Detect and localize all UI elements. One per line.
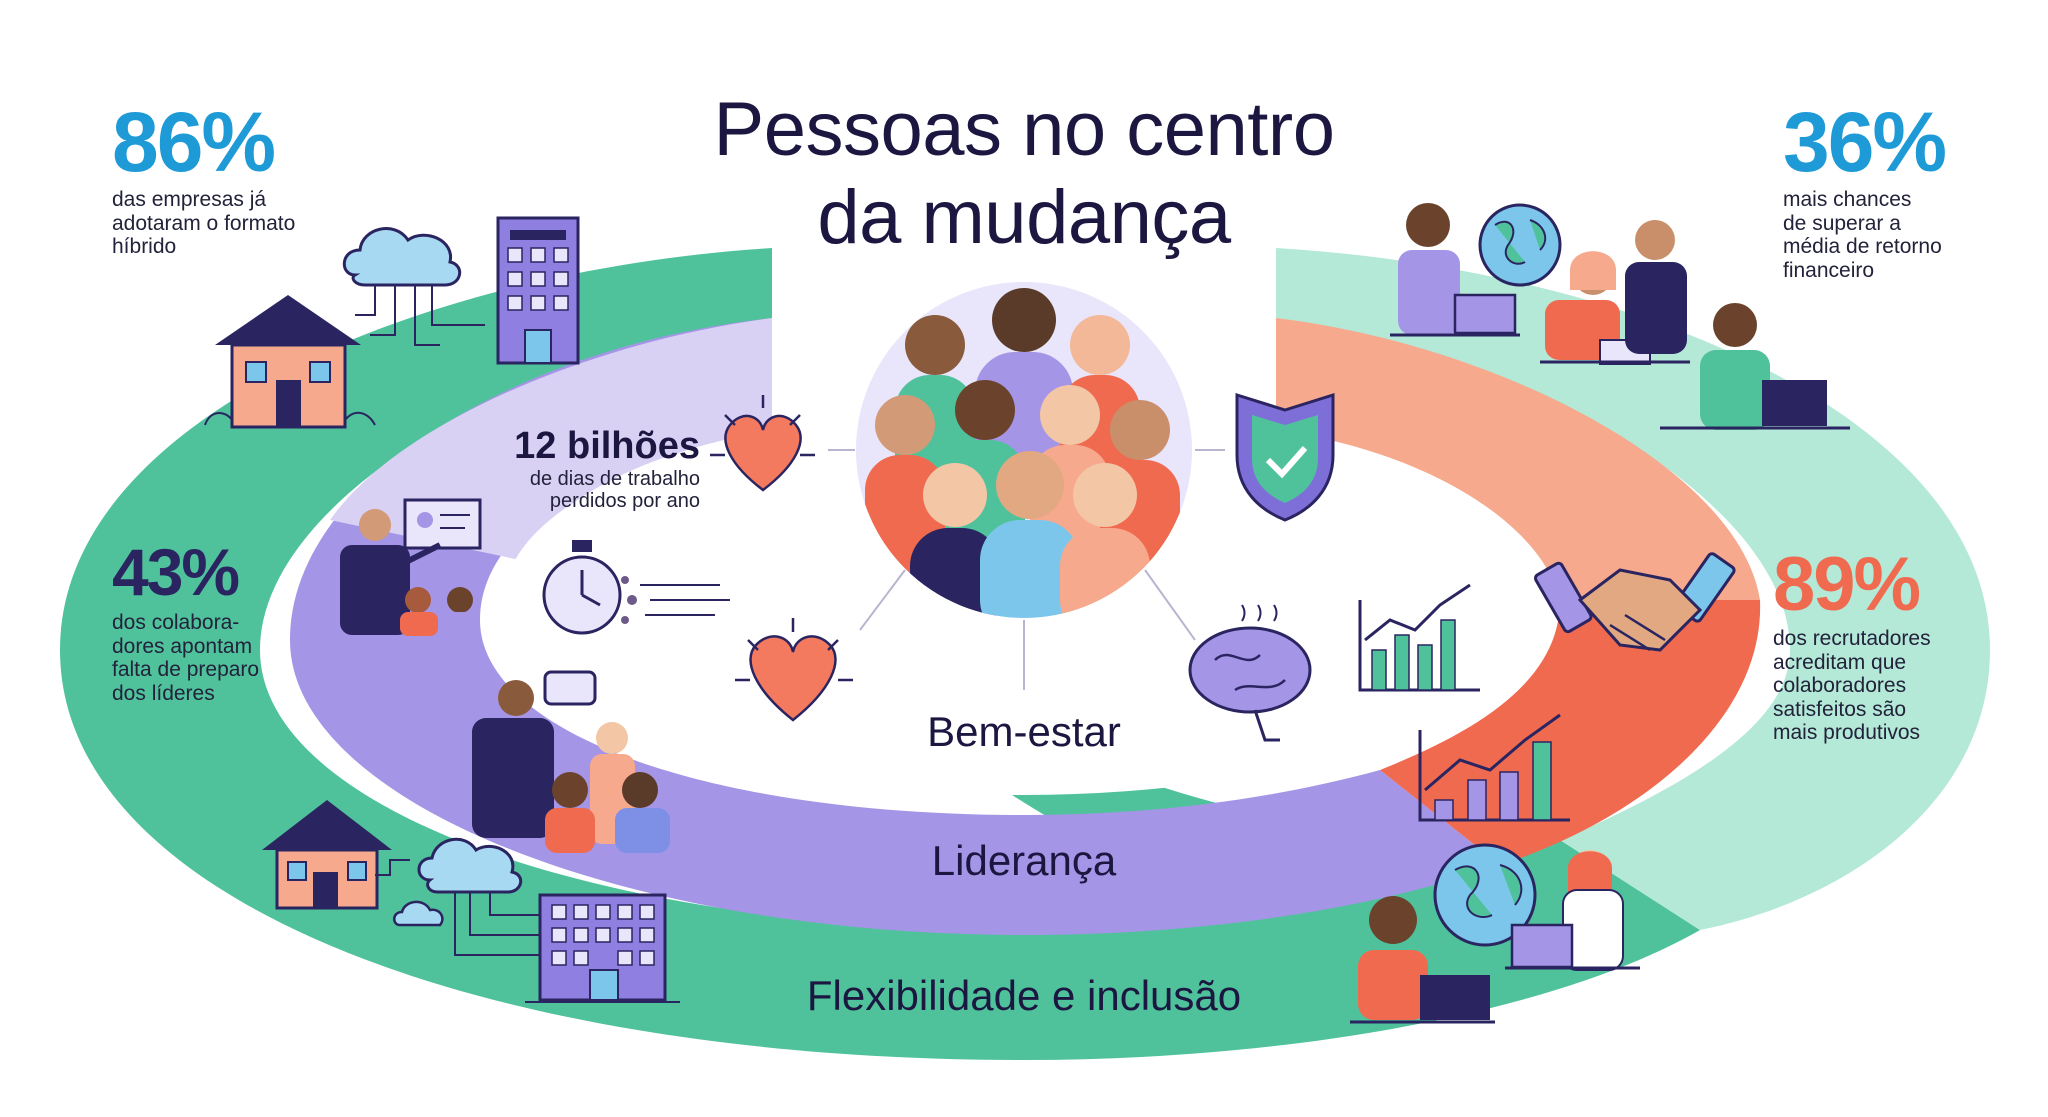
stat-36-line: média de retorno [1783, 235, 1942, 258]
laptop-worker-icon [1350, 896, 1495, 1024]
connector-lines [828, 449, 1225, 690]
stat-43-line: falta de preparo [112, 658, 260, 681]
stat-86: 86% das empresas já adotaram o formato h… [112, 100, 295, 259]
stat-43-line: dores apontam [112, 634, 253, 658]
stat-36: 36% mais chances de superar a média de r… [1783, 95, 1947, 282]
ring-label-outer: Flexibilidade e inclusão [806, 972, 1242, 1019]
title-line-1: Pessoas no centro [713, 87, 1336, 172]
globe-icon [1478, 203, 1562, 287]
stat-89-line: dos recrutadores [1773, 627, 1931, 650]
growth-chart-icon [1358, 583, 1480, 692]
stat-12: 12 bilhões de dias de trabalho perdidos … [490, 424, 700, 512]
brain-icon [1188, 604, 1312, 742]
office-building-icon [496, 216, 580, 365]
stat-43-value: 43% [112, 535, 240, 609]
stat-12-line: de dias de trabalho [529, 468, 700, 490]
stat-86-line: das empresas já [112, 188, 267, 211]
office-building-icon [525, 893, 680, 1003]
heart-icon [735, 618, 853, 722]
stat-89-line: mais produtivos [1773, 721, 1921, 744]
stat-36-line: financeiro [1783, 258, 1875, 282]
stat-43-line: dos líderes [112, 681, 215, 705]
middle-ring-right-top [1276, 318, 1760, 600]
stat-89-line: acreditam que [1773, 650, 1907, 674]
stat-36-line: de superar a [1783, 211, 1901, 235]
team-group-icon [852, 278, 1196, 622]
house-icon [262, 800, 392, 910]
stat-36-value: 36% [1783, 95, 1947, 189]
title-line-2: da mudança [817, 175, 1231, 260]
stat-89: 89% dos recrutadores acreditam que colab… [1773, 545, 1931, 745]
stat-89-value: 89% [1773, 542, 1921, 627]
shield-check-icon [1235, 392, 1335, 522]
stopwatch-icon [542, 540, 730, 635]
laptop-worker-icon [1505, 850, 1640, 971]
ring-label-inner: Bem-estar [927, 708, 1121, 755]
stat-86-value: 86% [112, 95, 276, 189]
ring-label-middle: Liderança [931, 837, 1117, 884]
stat-12-value: 12 bilhões [514, 425, 700, 467]
laptop-worker-icon [1660, 303, 1850, 430]
stat-12-line: perdidos por ano [549, 490, 700, 512]
presenter-icon [340, 498, 482, 636]
growth-chart-icon [1418, 713, 1570, 822]
stat-36-line: mais chances [1783, 188, 1912, 211]
cloud-icon [375, 837, 540, 956]
stat-43: 43% dos colabora- dores apontam falta de… [112, 535, 259, 705]
stat-89-line: satisfeitos são [1773, 697, 1907, 721]
stat-86-line: híbrido [112, 235, 177, 258]
cloud-icon [342, 227, 485, 346]
stat-43-line: dos colabora- [112, 611, 240, 634]
page-title: Pessoas no centro da mudança [624, 86, 1424, 262]
heart-icon [710, 395, 815, 492]
stat-89-line: colaboradores [1773, 674, 1907, 697]
presenter-icon [472, 670, 670, 853]
laptop-worker-icon [1390, 203, 1520, 337]
stat-86-line: adotaram o formato [112, 211, 296, 235]
globe-icon [1433, 843, 1537, 947]
house-icon [204, 295, 376, 429]
laptop-worker-icon [1540, 220, 1690, 365]
handshake-icon [1533, 552, 1736, 652]
